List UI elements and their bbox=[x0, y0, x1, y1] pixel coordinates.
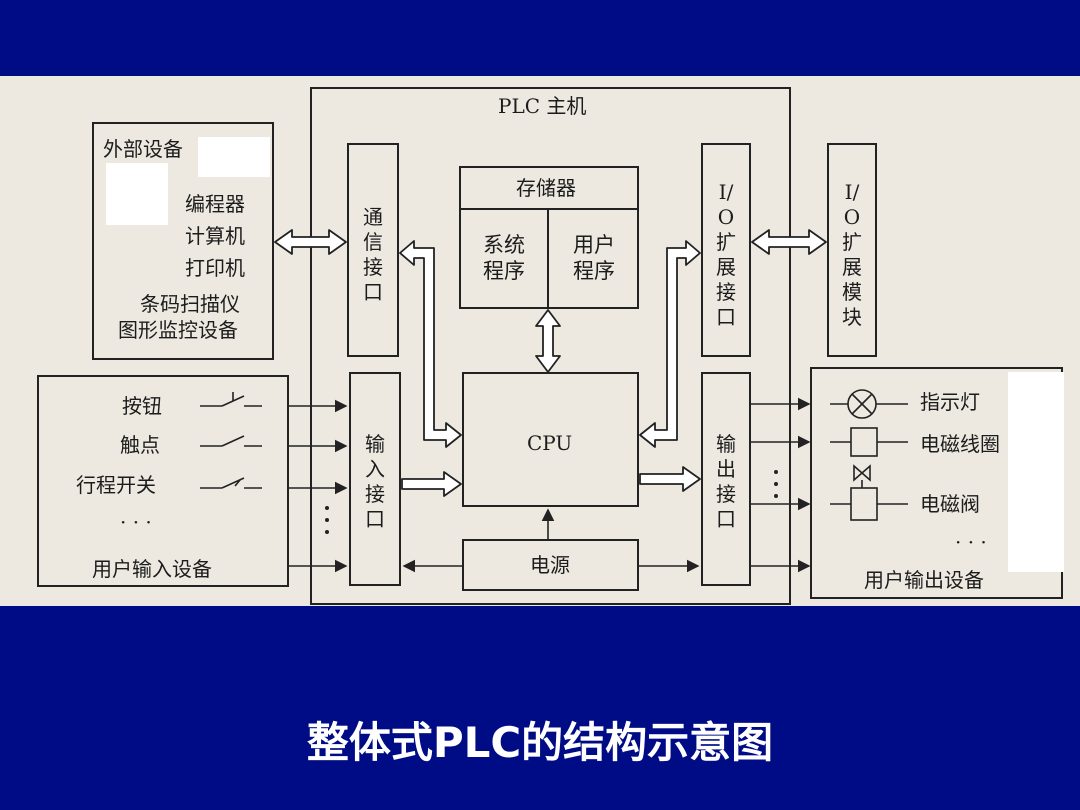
arrow-input-cpu bbox=[401, 471, 462, 497]
user-output-devices-title: 用户输出设备 bbox=[864, 568, 984, 592]
input-device-item: 触点 bbox=[120, 433, 160, 457]
system-program-label: 系统程序 bbox=[483, 233, 525, 283]
arrow-cpu-output bbox=[639, 466, 701, 492]
cpu-box bbox=[462, 372, 639, 507]
io-expansion-interface-label: I/O扩展接口 bbox=[716, 180, 736, 329]
plc-structure-diagram bbox=[37, 87, 1063, 605]
io-expansion-interface-box bbox=[701, 143, 751, 357]
external-device-item: 图形监控设备 bbox=[118, 318, 238, 342]
plc-host-label: PLC 主机 bbox=[498, 94, 587, 118]
power-label: 电源 bbox=[530, 553, 570, 577]
user-input-devices-box bbox=[37, 375, 289, 587]
blank-patch bbox=[1008, 372, 1064, 572]
output-device-item: · · · bbox=[955, 530, 987, 554]
external-device-item: 编程器 bbox=[185, 192, 245, 216]
arrow-memory-cpu bbox=[535, 309, 561, 373]
output-device-item: 电磁阀 bbox=[920, 492, 980, 516]
external-device-item: 打印机 bbox=[185, 256, 245, 280]
io-expansion-module-label: I/O扩展模块 bbox=[842, 180, 862, 329]
top-band bbox=[0, 0, 1080, 76]
plc-host-box bbox=[310, 87, 791, 605]
arrow-cpu-ioexp bbox=[639, 240, 701, 448]
blank-patch bbox=[198, 137, 270, 177]
io-expansion-module-box bbox=[827, 143, 877, 357]
solenoid-coil-symbol bbox=[850, 427, 878, 457]
input-device-item: · · · bbox=[120, 510, 152, 534]
user-program-label: 用户程序 bbox=[573, 233, 615, 283]
input-interface-label: 输入接口 bbox=[365, 432, 385, 531]
blank-patch bbox=[106, 163, 168, 225]
power-box bbox=[462, 539, 639, 591]
diagram-background bbox=[0, 76, 1080, 606]
output-device-item: 指示灯 bbox=[920, 390, 980, 414]
input-device-item: 行程开关 bbox=[76, 473, 156, 497]
output-device-item: 电磁线圈 bbox=[920, 432, 1000, 456]
cpu-label: CPU bbox=[527, 431, 573, 455]
arrow-ioexp-module bbox=[751, 229, 827, 255]
user-input-devices-title: 用户输入设备 bbox=[92, 557, 212, 581]
arrow-comm-cpu bbox=[399, 240, 462, 448]
external-device-item: 条码扫描仪 bbox=[140, 292, 240, 316]
memory-title: 存储器 bbox=[516, 176, 576, 200]
comm-interface-label: 通信接口 bbox=[363, 205, 383, 304]
external-device-item: 计算机 bbox=[185, 224, 245, 248]
slide-title: 整体式PLC的结构示意图 bbox=[306, 718, 774, 767]
valve-symbol bbox=[853, 464, 871, 482]
arrow-external-comm bbox=[274, 229, 347, 255]
output-interface-label: 输出接口 bbox=[716, 432, 736, 531]
external-devices-box bbox=[92, 122, 274, 360]
solenoid-valve-symbol bbox=[850, 487, 878, 521]
comm-interface-box bbox=[347, 143, 399, 357]
input-device-item: 按钮 bbox=[122, 394, 162, 418]
external-devices-title: 外部设备 bbox=[103, 137, 183, 161]
input-interface-box bbox=[349, 372, 401, 586]
output-interface-box bbox=[701, 372, 751, 586]
